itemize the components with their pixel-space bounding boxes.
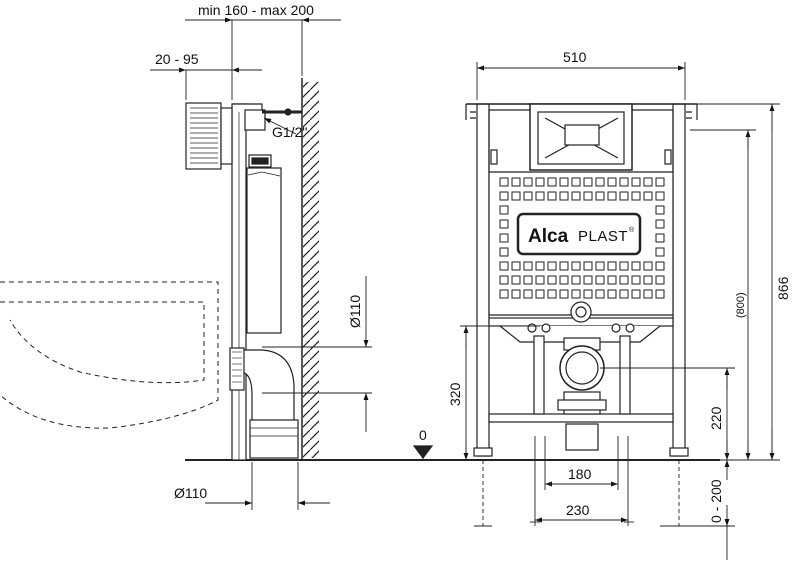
brand-name-light: PLAST bbox=[578, 228, 628, 245]
crossbar-lower bbox=[488, 413, 674, 423]
offset-range-label: 20 - 95 bbox=[155, 51, 199, 67]
drain-diameter-label: Ø110 bbox=[174, 485, 207, 501]
frame-width-label: 510 bbox=[563, 49, 587, 65]
brand-name-bold: Alca bbox=[528, 226, 569, 247]
side-view bbox=[0, 17, 720, 510]
cistern-grid bbox=[499, 177, 665, 299]
wall-hatch bbox=[303, 82, 319, 458]
pan-height-label: 220 bbox=[708, 406, 724, 430]
front-view bbox=[460, 62, 780, 560]
side-cistern bbox=[246, 167, 282, 334]
pipe-diameter-label: Ø110 bbox=[347, 295, 363, 328]
feet-range-label: 0 - 200 bbox=[708, 479, 724, 523]
bolt-distance-label: 230 bbox=[566, 502, 590, 518]
total-height-label: 866 bbox=[775, 276, 791, 300]
water-connection-label: G1/2" bbox=[272, 124, 307, 140]
floor-level-label: 0 bbox=[419, 427, 427, 443]
front-frame-left-post bbox=[476, 103, 490, 457]
wc-pan-outline bbox=[0, 281, 219, 429]
fixing-height-label: (800) bbox=[735, 292, 747, 318]
center-distance-label: 180 bbox=[568, 466, 592, 482]
brand-registered-mark: ® bbox=[629, 226, 635, 234]
front-frame-right-post bbox=[672, 103, 686, 457]
drain-height-label: 320 bbox=[447, 382, 463, 406]
wall-distance-label: min 160 - max 200 bbox=[198, 2, 314, 18]
brand-logo: Alca PLAST ® bbox=[528, 226, 635, 247]
brand-label-box bbox=[516, 212, 642, 256]
